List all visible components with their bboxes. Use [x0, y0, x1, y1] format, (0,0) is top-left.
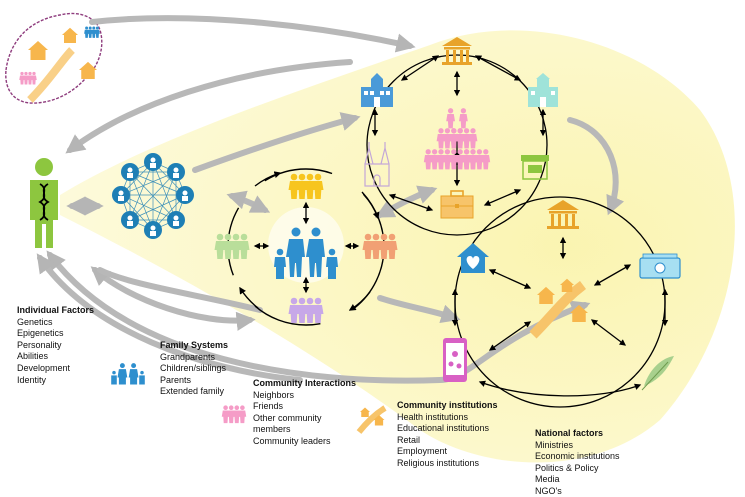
- hospital-icon: [528, 73, 558, 107]
- nuclear-family-icon: [274, 227, 338, 279]
- legend-item: Extended family: [160, 386, 225, 397]
- legend-item: Abilities: [17, 351, 49, 362]
- legend-title: National factors: [535, 428, 604, 438]
- family-systems-legend: Family Systems Grandparents Children/sib…: [160, 340, 228, 398]
- government-building-icon: [442, 37, 472, 65]
- community-interactions-legend: Community Interactions Neighbors Friends…: [253, 378, 356, 448]
- legend-item: Economic institutions: [535, 451, 620, 462]
- legend-item: Ministries: [535, 439, 574, 450]
- legend-item: Politics & Policy: [535, 462, 599, 473]
- individual-person-icon: [30, 158, 58, 248]
- community-institutions-legend: Community institutions Health institutio…: [397, 400, 498, 470]
- national-factors-cluster: [443, 196, 681, 408]
- influence-cone: [60, 30, 735, 463]
- media-phone-icon: [443, 338, 467, 382]
- legend-title: Community Interactions: [253, 378, 357, 388]
- legend-item: Health institutions: [397, 411, 469, 422]
- legend-item: Grandparents: [160, 351, 216, 362]
- economy-money-icon: [639, 253, 681, 279]
- legend-item: Personality: [17, 339, 62, 350]
- legend-item: Parents: [160, 374, 192, 385]
- legend-item: Identity: [17, 374, 47, 385]
- legend-item: Neighbors: [253, 389, 295, 400]
- village-road-icon: [529, 278, 588, 339]
- employment-briefcase-icon: [440, 190, 474, 219]
- legend-item: Retail: [397, 434, 421, 445]
- school-icon: [361, 73, 393, 107]
- legend-title: Community institutions: [397, 400, 498, 410]
- legend-item: Friends: [253, 401, 284, 412]
- legend-item: Children/siblings: [160, 363, 227, 374]
- legend-item: members: [253, 424, 291, 435]
- legend-item: Epigenetics: [17, 328, 64, 339]
- legend-title: Individual Factors: [17, 305, 95, 315]
- community-institutions-legend-icon: [356, 405, 387, 434]
- community-interactions-legend-icon: [222, 405, 247, 423]
- legend-item: Educational institutions: [397, 423, 490, 434]
- community-institutions-cluster: [361, 37, 558, 236]
- legend-item: Religious institutions: [397, 457, 480, 468]
- legend-item: Other community: [253, 412, 322, 423]
- ngo-house-heart-icon: [457, 243, 489, 273]
- legend-item: NGO's: [535, 485, 562, 496]
- individual-factors-legend: Individual Factors Genetics Epigenetics …: [17, 305, 94, 386]
- legend-item: Development: [17, 362, 71, 373]
- legend-item: Employment: [397, 446, 448, 457]
- legend-item: Media: [535, 474, 560, 485]
- community-interactions-ring: [215, 168, 398, 326]
- legend-item: Genetics: [17, 316, 53, 327]
- church-icon: [364, 142, 390, 187]
- family-systems-legend-icon: [111, 363, 145, 385]
- ministry-building-icon: [547, 200, 579, 229]
- legend-item: Community leaders: [253, 435, 331, 446]
- legend-title: Family Systems: [160, 340, 229, 350]
- national-factors-legend: National factors Ministries Economic ins…: [535, 428, 620, 497]
- family-network-icon: [112, 153, 194, 239]
- policy-quill-icon: [641, 356, 674, 391]
- country-map-icon: [5, 12, 103, 104]
- retail-shop-icon: [521, 155, 549, 180]
